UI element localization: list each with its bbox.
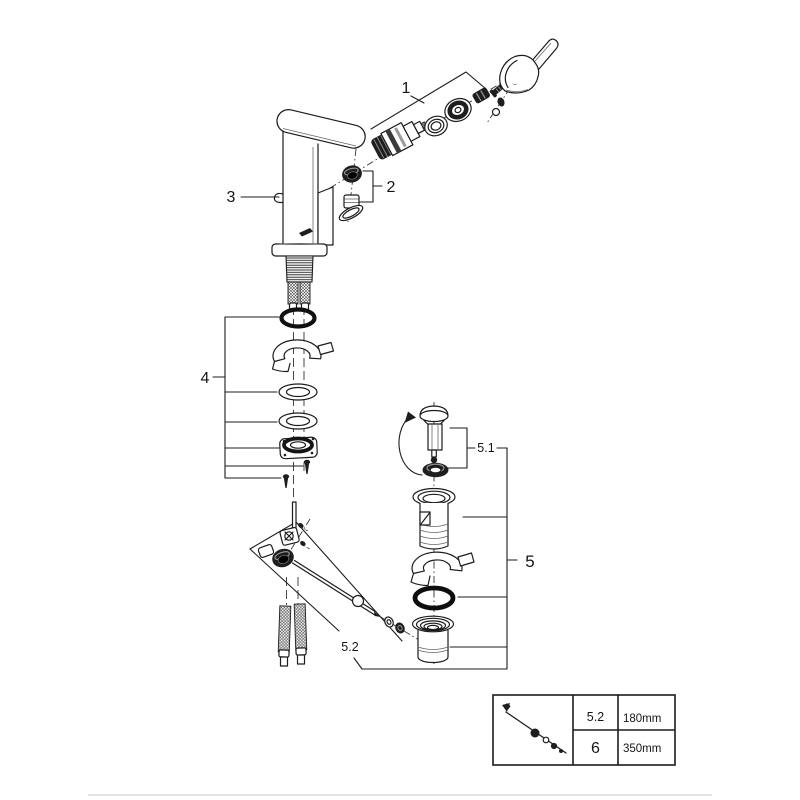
pull-rod bbox=[291, 559, 381, 617]
callout-3: 3 bbox=[227, 189, 236, 206]
callout-labels: 1 2 3 4 5 5.1 5.2 bbox=[201, 80, 535, 654]
rod-ring-dark bbox=[395, 622, 405, 634]
callout-5: 5 bbox=[525, 552, 534, 571]
supply-hoses bbox=[287, 281, 311, 311]
flange-screw-left bbox=[282, 474, 290, 488]
drain-waste-body bbox=[411, 615, 455, 664]
washer-1 bbox=[278, 383, 318, 401]
drain-flange-body bbox=[412, 487, 456, 550]
rod-nut bbox=[257, 544, 275, 558]
o-ring-base bbox=[279, 307, 317, 329]
cartridge bbox=[371, 120, 428, 160]
cartridge-ring bbox=[424, 115, 448, 137]
drain-hoses bbox=[277, 603, 308, 667]
handle-assembly bbox=[371, 38, 559, 160]
adapter-nut bbox=[472, 87, 491, 104]
lever-handle bbox=[499, 38, 559, 94]
callout-4: 4 bbox=[201, 370, 210, 387]
drain-assembly bbox=[398, 405, 475, 664]
flange-screw-right bbox=[303, 459, 311, 474]
rod-grommet bbox=[272, 548, 294, 568]
pullrod-knob bbox=[273, 192, 284, 204]
dimensions-table: 5.2 180mm 6 350mm bbox=[492, 694, 676, 766]
callout-5-1: 5.1 bbox=[477, 441, 494, 455]
screw-washer bbox=[491, 107, 501, 117]
threaded-shank bbox=[285, 255, 314, 283]
washer-2 bbox=[278, 412, 318, 430]
mounting-kit bbox=[271, 307, 335, 537]
aerator-assembly bbox=[338, 165, 364, 222]
pull-rod-assembly bbox=[257, 523, 405, 667]
callout-1: 1 bbox=[402, 80, 411, 97]
plug-stopper bbox=[419, 405, 449, 470]
drain-o-ring bbox=[412, 585, 456, 611]
faucet-body bbox=[271, 109, 366, 311]
table-row2-ref: 6 bbox=[591, 740, 600, 757]
callout-5-2: 5.2 bbox=[341, 640, 358, 654]
mounting-flange bbox=[279, 436, 318, 460]
sensor-mark bbox=[299, 228, 313, 237]
rotation-arrow bbox=[398, 411, 423, 476]
base-flange bbox=[271, 243, 328, 257]
screw-plug bbox=[497, 97, 505, 107]
body-side-plate bbox=[317, 186, 334, 246]
callout-2: 2 bbox=[387, 179, 396, 196]
spout bbox=[276, 109, 366, 149]
table-row1-ref: 5.2 bbox=[587, 710, 604, 724]
plug-seal bbox=[422, 462, 449, 478]
wedge-spacer bbox=[271, 339, 335, 373]
spout-grommet bbox=[342, 165, 362, 183]
cap-ring bbox=[444, 97, 472, 123]
table-row1-size: 180mm bbox=[623, 713, 661, 725]
table-rod-thumbnail bbox=[502, 703, 567, 754]
rod-clamp bbox=[279, 523, 310, 550]
drain-wedge-spacer bbox=[410, 551, 475, 587]
callout-lines bbox=[212, 71, 518, 670]
rod-ring-small bbox=[384, 616, 394, 628]
mousseur bbox=[338, 194, 364, 222]
table-row2-size: 350mm bbox=[623, 743, 661, 755]
